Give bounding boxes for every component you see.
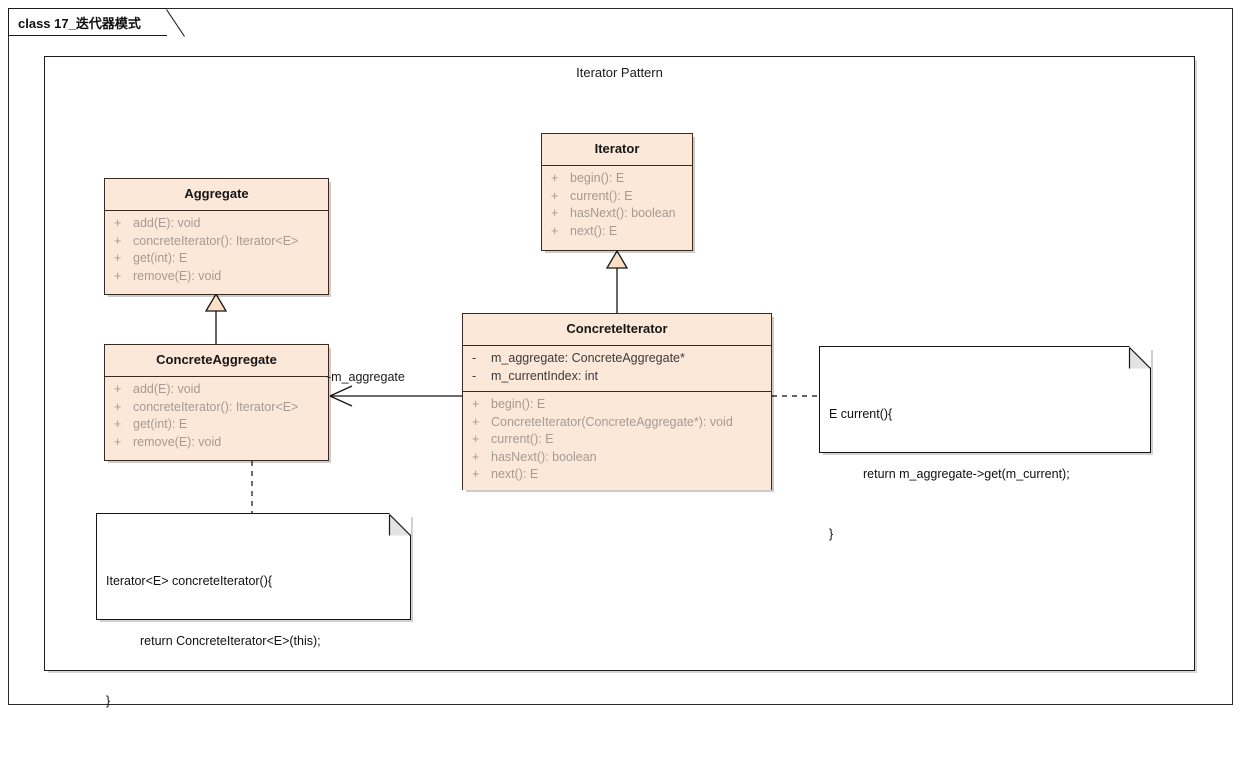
member-visibility: +	[551, 171, 559, 185]
class-operations-iterator: + begin(): E + current(): E + hasNext():…	[542, 166, 692, 246]
member-visibility: +	[114, 382, 122, 396]
member-signature: add(E): void	[133, 216, 201, 230]
member-signature: add(E): void	[133, 382, 201, 396]
member-visibility: -	[472, 368, 477, 383]
member-signature: current(): E	[570, 188, 633, 203]
class-title-concrete-iterator: ConcreteIterator	[463, 314, 771, 346]
member-visibility: +	[472, 414, 480, 429]
member-visibility: +	[551, 188, 559, 203]
member-visibility: +	[472, 467, 480, 481]
member-signature: ConcreteIterator(ConcreteAggregate*): vo…	[491, 414, 733, 429]
member-signature: m_aggregate: ConcreteAggregate*	[491, 351, 685, 365]
note-code-line: }	[106, 694, 111, 708]
member-signature: begin(): E	[491, 397, 546, 411]
class-member: + get(int): E	[111, 416, 322, 434]
class-attribute: - m_currentIndex: int	[469, 368, 765, 386]
member-visibility: +	[114, 251, 122, 265]
diagram-tab-body[interactable]: class 17_迭代器模式	[8, 8, 185, 37]
class-member: + current(): E	[548, 188, 686, 206]
note-code-line: return ConcreteIterator<E>(this);	[140, 634, 321, 648]
member-visibility: +	[114, 268, 122, 283]
diagram-tab-slant-icon	[165, 9, 185, 37]
class-attributes-concrete-iterator: - m_aggregate: ConcreteAggregate* - m_cu…	[463, 346, 771, 391]
class-member: + add(E): void	[111, 215, 322, 233]
note-code-line: E current(){	[829, 407, 893, 421]
class-member: + concreteIterator(): Iterator<E>	[111, 399, 322, 417]
class-member: + next(): E	[469, 466, 765, 484]
uml-class-concrete-iterator[interactable]: ConcreteIterator - m_aggregate: Concrete…	[462, 313, 772, 490]
member-visibility: +	[114, 216, 122, 230]
uml-note-current[interactable]: E current(){ return m_aggregate->get(m_c…	[819, 346, 1151, 541]
diagram-tab[interactable]: class 17_迭代器模式	[8, 8, 185, 37]
class-operations-concrete-iterator: + begin(): E + ConcreteIterator(Concrete…	[463, 391, 771, 490]
diagram-title: Iterator Pattern	[576, 65, 663, 80]
class-title-aggregate: Aggregate	[105, 179, 328, 211]
member-visibility: -	[472, 351, 477, 365]
class-title-iterator: Iterator	[542, 134, 692, 166]
class-member: + begin(): E	[469, 396, 765, 414]
member-signature: m_currentIndex: int	[491, 368, 598, 383]
member-signature: get(int): E	[133, 417, 188, 431]
member-signature: next(): E	[570, 223, 618, 238]
uml-class-aggregate[interactable]: Aggregate + add(E): void + concreteItera…	[104, 178, 329, 295]
member-signature: remove(E): void	[133, 434, 222, 449]
member-signature: remove(E): void	[133, 268, 222, 283]
note-code-line: Iterator<E> concreteIterator(){	[106, 574, 273, 588]
note-shape	[96, 513, 411, 620]
class-member: + next(): E	[548, 223, 686, 241]
member-signature: current(): E	[491, 432, 554, 446]
member-signature: begin(): E	[570, 171, 625, 185]
note-fold-corner-icon	[1128, 346, 1151, 369]
association-label-m-aggregate: -m_aggregate	[327, 370, 405, 384]
member-visibility: +	[551, 206, 559, 220]
member-visibility: +	[114, 417, 122, 431]
member-signature: concreteIterator(): Iterator<E>	[133, 233, 299, 248]
class-member: + get(int): E	[111, 250, 322, 268]
class-attribute: - m_aggregate: ConcreteAggregate*	[469, 350, 765, 368]
member-signature: hasNext(): boolean	[570, 206, 676, 220]
class-member: + hasNext(): boolean	[469, 449, 765, 467]
note-code-line: }	[829, 527, 834, 541]
member-visibility: +	[114, 434, 122, 449]
diagram-tab-label: class 17_迭代器模式	[18, 15, 141, 31]
member-signature: concreteIterator(): Iterator<E>	[133, 399, 299, 414]
member-signature: hasNext(): boolean	[491, 449, 597, 464]
class-member: + current(): E	[469, 431, 765, 449]
note-code-block: Iterator<E> concreteIterator(){ return C…	[96, 513, 411, 761]
member-visibility: +	[472, 449, 480, 464]
member-signature: next(): E	[491, 467, 539, 481]
note-fold-corner-icon	[388, 513, 411, 536]
uml-class-iterator[interactable]: Iterator + begin(): E + current(): E + h…	[541, 133, 693, 251]
class-member: + concreteIterator(): Iterator<E>	[111, 233, 322, 251]
uml-class-concrete-aggregate[interactable]: ConcreteAggregate + add(E): void + concr…	[104, 344, 329, 461]
class-operations-aggregate: + add(E): void + concreteIterator(): Ite…	[105, 211, 328, 291]
member-visibility: +	[472, 432, 480, 446]
note-shape	[819, 346, 1151, 453]
class-member: + remove(E): void	[111, 434, 322, 452]
member-signature: get(int): E	[133, 251, 188, 265]
member-visibility: +	[114, 233, 122, 248]
member-visibility: +	[114, 399, 122, 414]
class-member: + ConcreteIterator(ConcreteAggregate*): …	[469, 414, 765, 432]
member-visibility: +	[551, 223, 559, 238]
class-member: + remove(E): void	[111, 268, 322, 286]
class-member: + hasNext(): boolean	[548, 205, 686, 223]
class-operations-concrete-aggregate: + add(E): void + concreteIterator(): Ite…	[105, 377, 328, 457]
class-title-concrete-aggregate: ConcreteAggregate	[105, 345, 328, 377]
class-member: + add(E): void	[111, 381, 322, 399]
note-code-line: return m_aggregate->get(m_current);	[863, 467, 1070, 481]
note-code-block: E current(){ return m_aggregate->get(m_c…	[819, 346, 1151, 594]
member-visibility: +	[472, 397, 480, 411]
class-member: + begin(): E	[548, 170, 686, 188]
uml-note-concrete-iterator[interactable]: Iterator<E> concreteIterator(){ return C…	[96, 513, 411, 708]
